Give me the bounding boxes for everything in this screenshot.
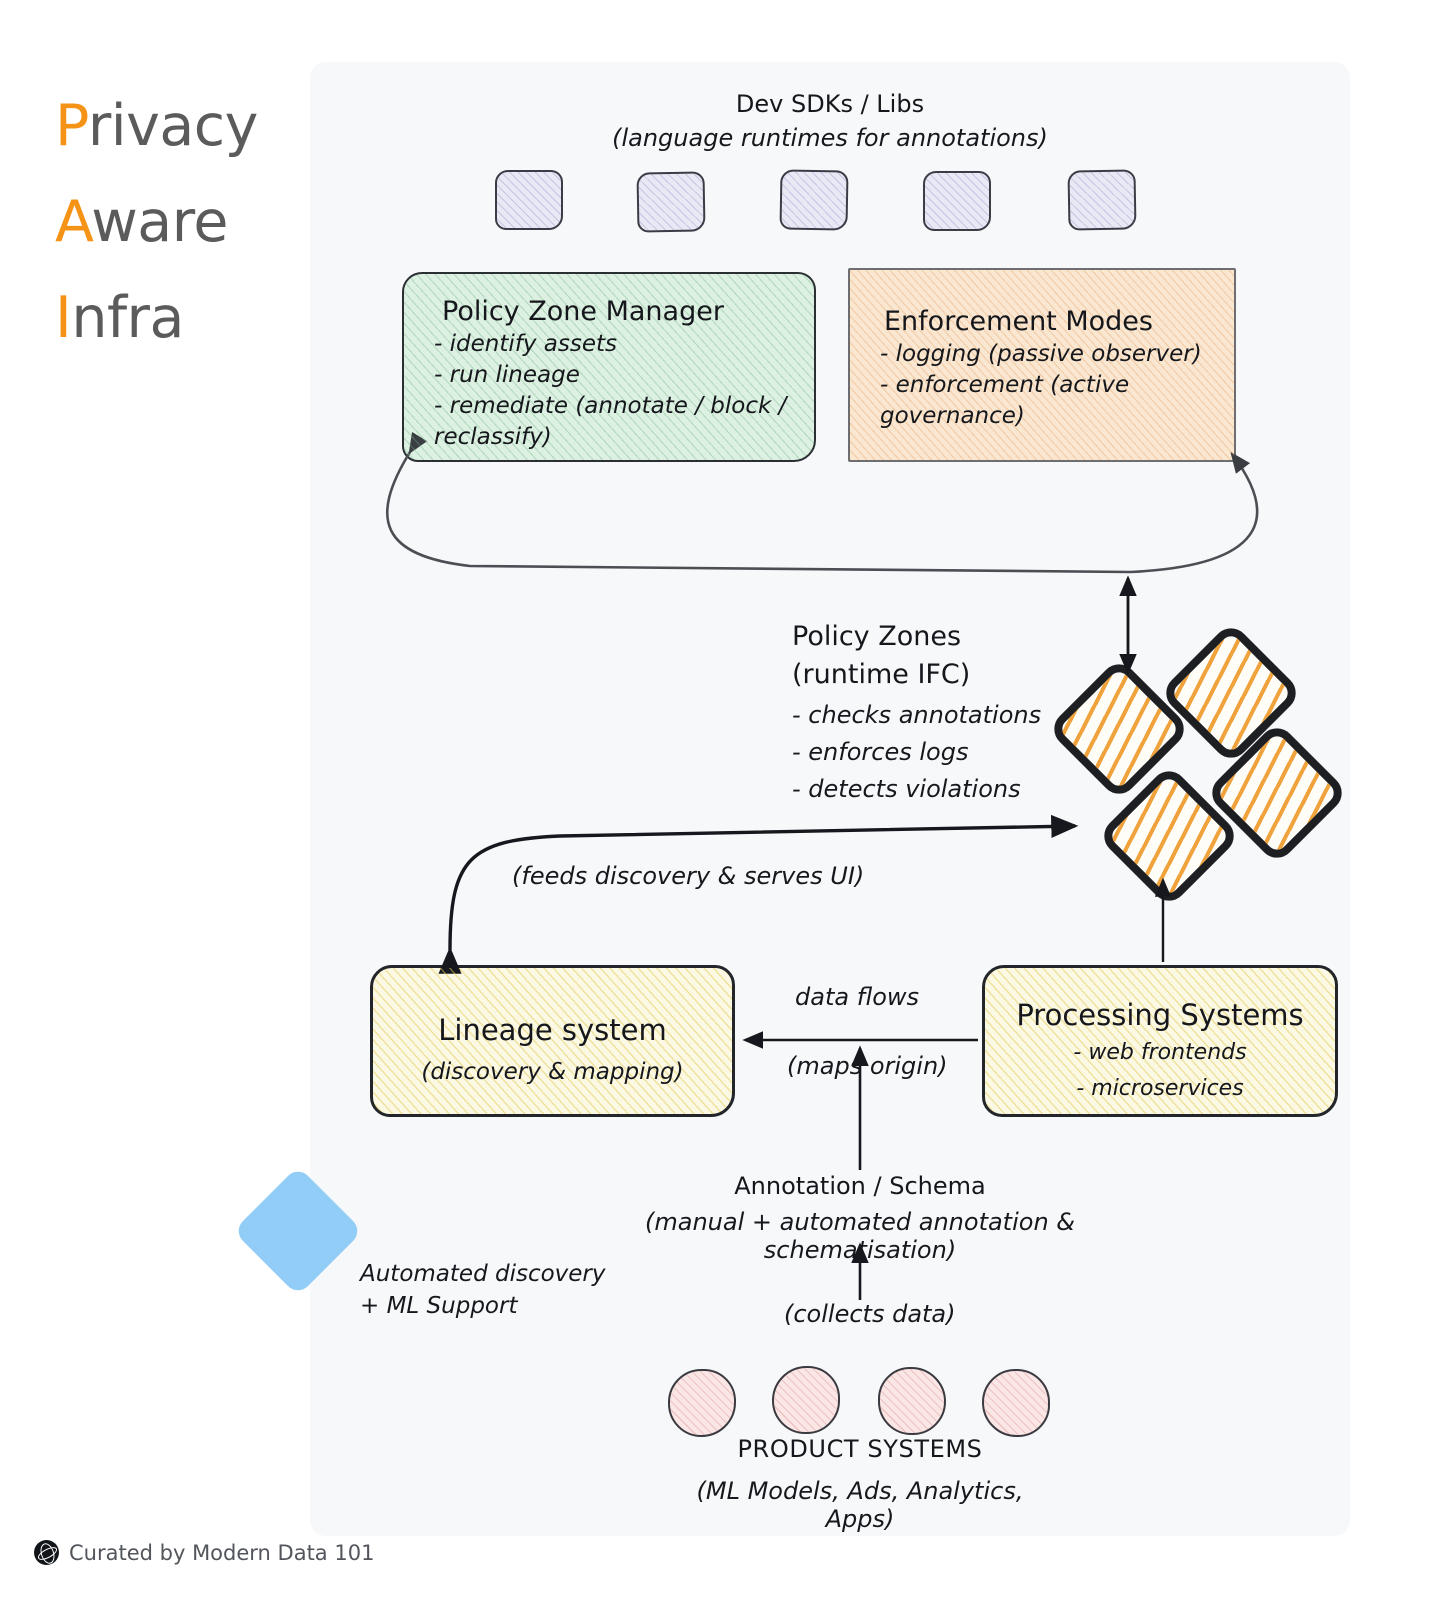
title-initial-2: A xyxy=(55,189,92,255)
collects-data-label: (collects data) xyxy=(784,1300,956,1328)
product-system-circle xyxy=(982,1369,1050,1437)
policy-zones-label: Policy Zones (runtime IFC) - checks anno… xyxy=(792,618,1062,805)
policy-zones-subtitle: (runtime IFC) xyxy=(792,659,971,690)
product-system-circles xyxy=(660,1365,1060,1437)
dev-sdk-tiles xyxy=(310,169,1350,233)
enforcement-modes-box: Enforcement Modes - logging (passive obs… xyxy=(848,268,1236,462)
data-flows-label: data flows xyxy=(795,983,920,1011)
enforcement-modes-title: Enforcement Modes xyxy=(884,306,1153,337)
policy-zone-manager-item: - run lineage xyxy=(434,362,580,388)
dev-sdks-subtitle: (language runtimes for annotations) xyxy=(612,124,1048,152)
footer-credit: Curated by Modern Data 101 xyxy=(34,1540,374,1565)
policy-zone-manager-box: Policy Zone Manager - identify assets - … xyxy=(402,272,816,462)
sdk-tile xyxy=(779,169,849,231)
processing-systems-item: - web frontends xyxy=(1073,1040,1247,1065)
product-systems-label: PRODUCT SYSTEMS (ML Models, Ads, Analyti… xyxy=(660,1435,1060,1533)
title-initial-1: P xyxy=(55,93,88,159)
policy-zones-item: - detects violations xyxy=(792,775,1021,803)
title-line-3: Infra xyxy=(55,270,325,366)
processing-systems-item: - microservices xyxy=(1076,1076,1244,1101)
automated-discovery-line-1: Automated discovery xyxy=(360,1261,606,1287)
globe-icon xyxy=(34,1540,59,1565)
title-rest-1: rivacy xyxy=(87,93,259,159)
title-rest-2: ware xyxy=(91,189,228,255)
lineage-system-subtitle: (discovery & mapping) xyxy=(421,1059,684,1085)
product-systems-subtitle: (ML Models, Ads, Analytics, Apps) xyxy=(696,1477,1024,1533)
product-system-circle xyxy=(772,1366,840,1434)
page-title: Privacy Aware Infra xyxy=(55,78,325,366)
sdk-tile xyxy=(495,170,563,230)
enforcement-modes-item: - enforcement (active governance) xyxy=(880,372,1130,429)
policy-zone-manager-item: - identify assets xyxy=(434,331,617,357)
dev-sdks-title: Dev SDKs / Libs xyxy=(735,90,925,118)
lineage-system-box: Lineage system (discovery & mapping) xyxy=(370,965,735,1117)
product-system-circle xyxy=(878,1367,946,1435)
policy-zone-tiles xyxy=(1030,620,1350,910)
feeds-discovery-label: (feeds discovery & serves UI) xyxy=(512,862,865,890)
maps-origin-label: (maps origin) xyxy=(787,1052,948,1080)
title-line-1: Privacy xyxy=(55,78,325,174)
dev-sdks-label: Dev SDKs / Libs (language runtimes for a… xyxy=(560,90,1100,152)
enforcement-modes-item: - logging (passive observer) xyxy=(880,341,1202,367)
annotation-schema-title: Annotation / Schema xyxy=(734,1172,986,1200)
sdk-tile xyxy=(636,171,706,233)
lineage-system-title: Lineage system xyxy=(438,1013,667,1047)
footer-text: Curated by Modern Data 101 xyxy=(69,1540,375,1565)
annotation-schema-label: Annotation / Schema (manual + automated … xyxy=(560,1172,1160,1264)
sdk-tile xyxy=(1067,169,1137,231)
processing-systems-box: Processing Systems - web frontends - mic… xyxy=(982,965,1338,1117)
product-system-circle xyxy=(668,1369,736,1437)
policy-zones-item: - enforces logs xyxy=(792,738,969,766)
policy-zone-manager-item: - remediate (annotate / block / reclassi… xyxy=(434,393,787,450)
policy-zones-item: - checks annotations xyxy=(792,701,1042,729)
automated-discovery-line-2: + ML Support xyxy=(360,1293,518,1319)
product-systems-title: PRODUCT SYSTEMS xyxy=(737,1435,983,1463)
title-initial-3: I xyxy=(55,285,72,351)
automated-discovery-label: Automated discovery + ML Support xyxy=(360,1258,606,1322)
title-rest-3: nfra xyxy=(71,285,184,351)
title-line-2: Aware xyxy=(55,174,325,270)
processing-systems-title: Processing Systems xyxy=(1016,998,1304,1032)
sdk-tile xyxy=(923,171,991,231)
annotation-schema-subtitle: (manual + automated annotation & schemat… xyxy=(645,1208,1075,1264)
policy-zones-title: Policy Zones xyxy=(792,621,962,652)
policy-zone-manager-title: Policy Zone Manager xyxy=(442,296,724,327)
